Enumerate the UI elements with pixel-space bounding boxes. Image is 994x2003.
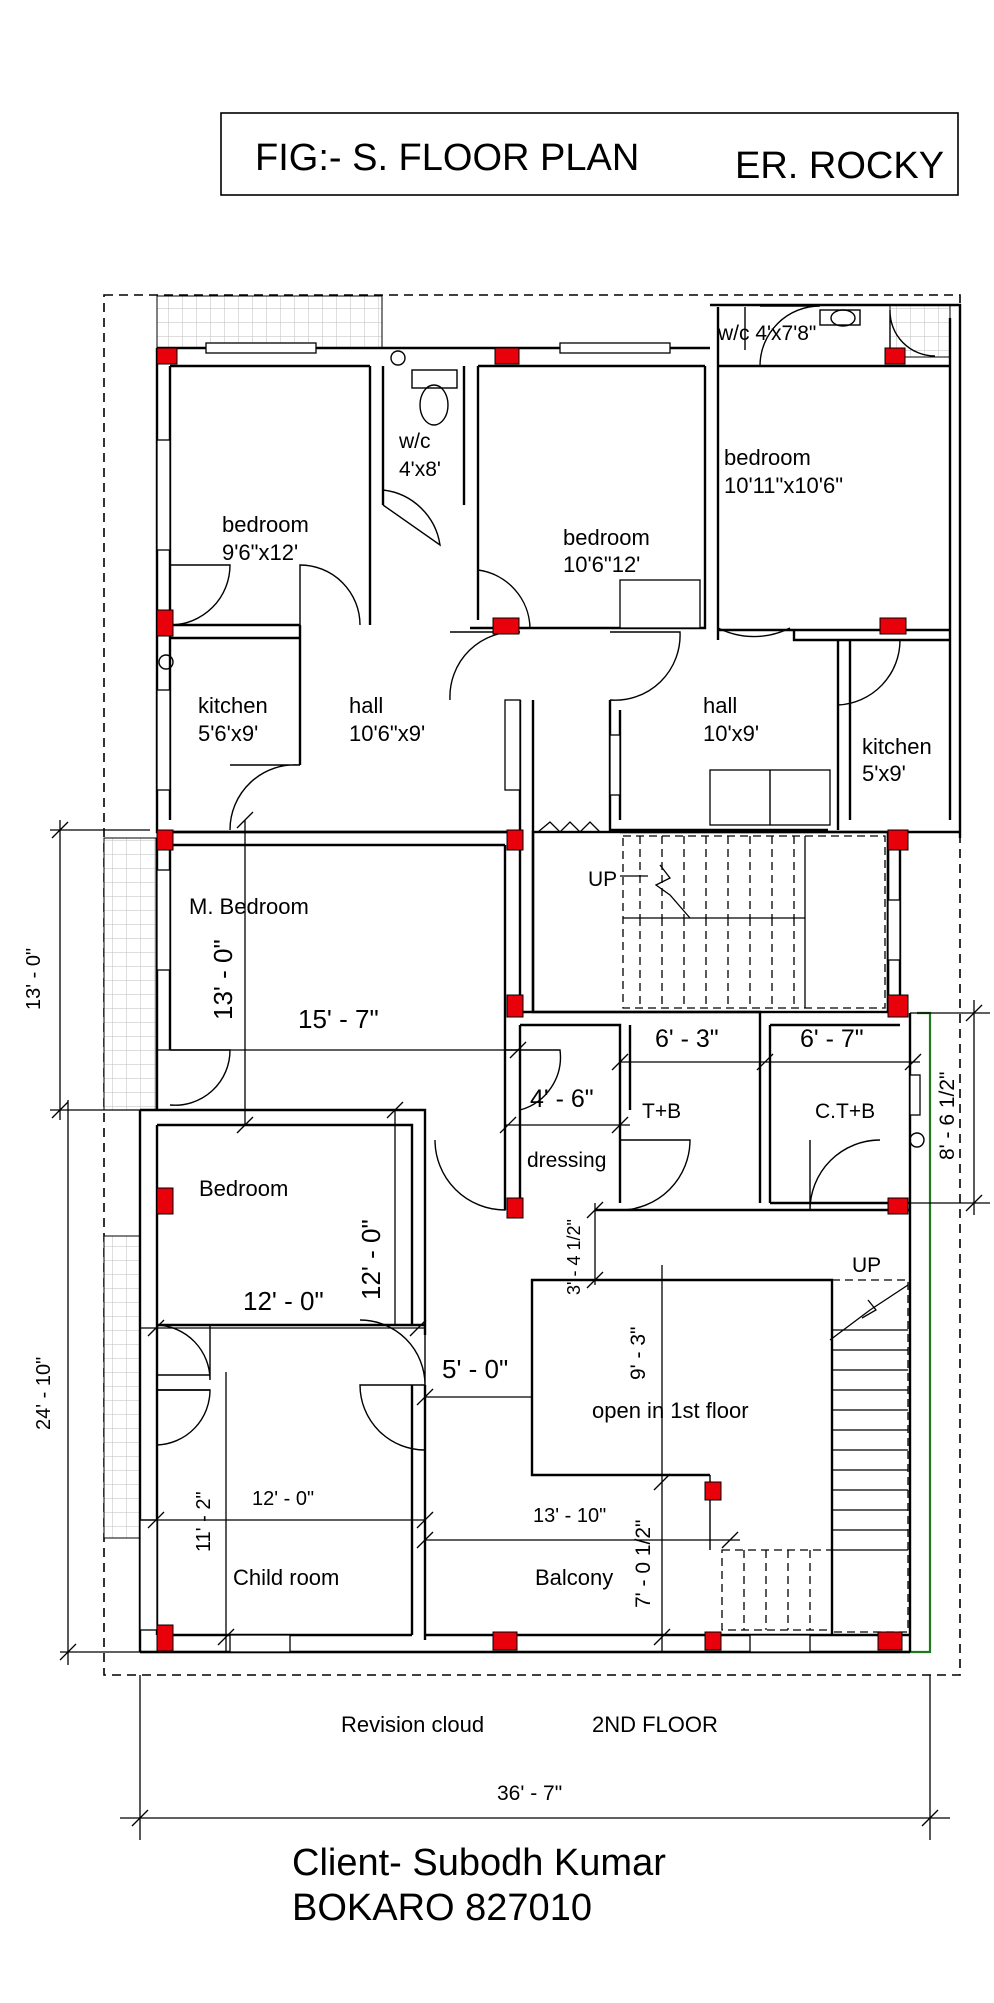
stair-up-label-2: UP: [852, 1254, 881, 1277]
client-address: BOKARO 827010: [292, 1887, 592, 1929]
ctb-label: C.T+B: [815, 1100, 875, 1123]
client-block: Client- Subodh Kumar BOKARO 827010: [292, 1842, 666, 1929]
dim-child-width: 12' - 0": [252, 1488, 314, 1510]
figure-title: FIG:- S. FLOOR PLAN: [255, 137, 639, 179]
upper-stair: [537, 821, 886, 1009]
windows: [139, 342, 921, 1653]
revision-note: Revision cloud: [341, 1712, 484, 1737]
bedroom-low-label: Bedroom: [199, 1176, 288, 1201]
room-labels: w/c 4'x7'8" w/c 4'x8' bedroom 9'6"x12' b…: [189, 322, 932, 1590]
dimension-lines: [50, 811, 990, 1840]
columns: [156, 347, 909, 1652]
wc-center-name: w/c: [398, 430, 431, 453]
dim-mbed-vertical: 13' - 0": [208, 939, 238, 1020]
dim-passage-height: 3' - 4 1/2": [564, 1219, 584, 1295]
bedroom-tr-size: 10'11"x10'6": [724, 473, 843, 498]
dim-balcony-height: 7' - 0 1/2": [632, 1519, 655, 1608]
floor-note: 2ND FLOOR: [592, 1712, 718, 1737]
author-name: ER. ROCKY: [735, 145, 944, 187]
master-bedroom-label: M. Bedroom: [189, 894, 309, 919]
hall-r-size: 10'x9': [703, 721, 759, 746]
bedroom-tl-name: bedroom: [222, 512, 309, 537]
hall-r-name: hall: [703, 693, 737, 718]
bedroom-tr-name: bedroom: [724, 445, 811, 470]
bedroom-tc-size: 10'6"12': [563, 552, 640, 577]
dim-child-height: 11' - 2": [193, 1491, 215, 1552]
child-room-label: Child room: [233, 1565, 339, 1590]
kitchen-r-name: kitchen: [862, 734, 932, 759]
dressing-label: dressing: [527, 1149, 606, 1172]
kitchen-l-size: 5'6'x9': [198, 721, 258, 746]
notes: Revision cloud 2ND FLOOR: [341, 1712, 718, 1737]
dim-mbed-width: 15' - 7": [298, 1004, 379, 1034]
kitchen-r-size: 5'x9': [862, 761, 906, 786]
open-area-label: open in 1st floor: [592, 1398, 749, 1423]
hall-l-size: 10'6"x9': [349, 721, 425, 746]
toilet-fixtures: [158, 309, 925, 1148]
tiled-ledge-left-1: [103, 837, 157, 1111]
wc-topright-label: w/c 4'x7'8": [717, 322, 816, 345]
dim-bedroom-height: 12' - 0": [356, 1219, 386, 1300]
kitchen-l-name: kitchen: [198, 693, 268, 718]
hall-l-name: hall: [349, 693, 383, 718]
dim-tb-width: 6' - 3": [655, 1025, 719, 1053]
balcony-label: Balcony: [535, 1565, 613, 1590]
lower-walls: [138, 830, 912, 1654]
lower-stair: [721, 1279, 909, 1633]
dim-bedroom-width: 12' - 0": [243, 1286, 324, 1316]
dim-ctb-height: 8' - 6 1/2": [936, 1071, 959, 1160]
dim-overall-width: 36' - 7": [497, 1782, 562, 1805]
bedroom-tl-size: 9'6"x12': [222, 540, 298, 565]
client-name: Client- Subodh Kumar: [292, 1842, 666, 1884]
wc-center-size: 4'x8': [399, 458, 441, 481]
dim-open-height: 9' - 3": [627, 1327, 650, 1380]
tiled-ledge-left-2: [103, 1235, 141, 1539]
dim-left-top: 13' - 0": [23, 948, 45, 1010]
dim-passage-width: 5' - 0": [442, 1354, 508, 1384]
tb-label: T+B: [642, 1100, 681, 1123]
dim-ctb-width: 6' - 7": [800, 1025, 864, 1053]
bedroom-tc-name: bedroom: [563, 525, 650, 550]
dim-left-bottom: 24' - 10": [33, 1357, 55, 1430]
dim-balcony-width: 13' - 10": [533, 1505, 606, 1527]
tiled-terrace-top: [156, 295, 383, 349]
dimension-labels: 13' - 0" 24' - 10" 13' - 0" 15' - 7" 6' …: [23, 939, 959, 1805]
stair-up-label-1: UP: [588, 868, 617, 891]
doors: [156, 305, 936, 1451]
title-block: FIG:- S. FLOOR PLAN ER. ROCKY: [220, 112, 959, 196]
dim-dressing-width: 4' - 6": [530, 1085, 594, 1113]
